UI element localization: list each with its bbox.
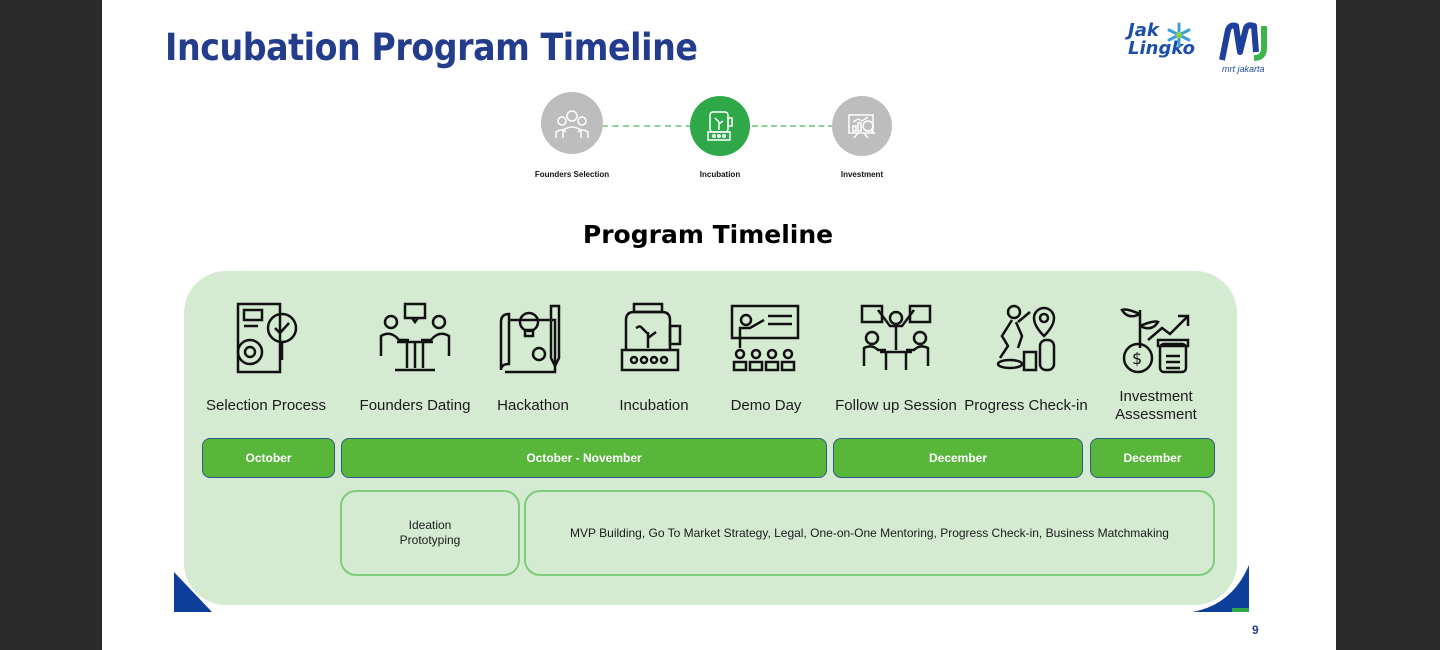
month-bar: October - November <box>341 438 827 478</box>
blueprint-idea-icon <box>499 304 561 374</box>
month-bar: December <box>833 438 1083 478</box>
phase-incubation <box>690 96 750 156</box>
founders-group-icon <box>555 110 589 138</box>
phase-label: Founders Selection <box>534 170 610 179</box>
corner-decoration <box>1192 565 1249 612</box>
investment-chart-icon <box>848 114 876 139</box>
mrt-mark-icon <box>1219 22 1267 61</box>
phase-label: Investment <box>840 170 884 179</box>
page-number: 9 <box>1252 623 1259 637</box>
mrt-caption: mrt jakarta <box>1222 64 1265 74</box>
step-label: Incubation <box>619 397 689 414</box>
activity-box: MVP Building, Go To Market Strategy, Leg… <box>524 490 1215 576</box>
step-hackathon: Hackathon <box>468 300 598 424</box>
phase-label: Incubation <box>699 170 741 179</box>
climbing-progress-icon <box>996 304 1056 372</box>
step-follow-up-session: Follow up Session <box>831 300 961 424</box>
jaklingko-star-icon <box>1167 22 1191 48</box>
partner-logos: Jak Lingko mrt jakarta <box>1128 22 1288 78</box>
meeting-table-icon <box>379 302 451 372</box>
step-label: Demo Day <box>730 397 802 414</box>
incubator-plant-icon <box>620 302 682 372</box>
month-bar: October <box>202 438 335 478</box>
svg-text:$: $ <box>1132 349 1142 368</box>
step-investment-assessment: $ Investment Assessment <box>1091 300 1221 424</box>
phase-connector <box>602 125 692 127</box>
slide: Incubation Program Timeline Jak Lingko m… <box>102 0 1336 650</box>
presentation-audience-icon <box>730 304 800 372</box>
step-label: Follow up Session <box>835 397 957 414</box>
money-growth-icon: $ <box>1120 308 1190 374</box>
step-label: Selection Process <box>205 397 327 414</box>
team-session-icon <box>860 304 932 370</box>
step-label: Founders Dating <box>359 397 471 414</box>
step-incubation: Incubation <box>589 300 719 424</box>
section-title: Program Timeline <box>582 220 834 249</box>
step-selection-process: Selection Process <box>201 300 331 424</box>
step-label: Progress Check-in <box>964 397 1088 414</box>
phase-investment <box>832 96 892 156</box>
phase-connector <box>752 125 834 127</box>
month-bar: December <box>1090 438 1215 478</box>
slide-title: Incubation Program Timeline <box>165 26 698 69</box>
incubator-icon <box>707 111 733 141</box>
step-founders-dating: Founders Dating <box>350 300 480 424</box>
step-demo-day: Demo Day <box>701 300 831 424</box>
document-gear-magnifier-icon <box>236 302 298 374</box>
jaklingko-logo: Jak Lingko <box>1128 22 1195 58</box>
activity-box: Ideation Prototyping <box>340 490 520 576</box>
phase-founders-selection <box>541 92 603 154</box>
mrt-jakarta-logo: mrt jakarta <box>1218 22 1280 76</box>
step-progress-check-in: Progress Check-in <box>961 300 1091 424</box>
step-label: Hackathon <box>497 397 569 414</box>
jaklingko-text-1: Jak <box>1128 20 1159 41</box>
step-label: Investment Assessment <box>1115 388 1197 423</box>
